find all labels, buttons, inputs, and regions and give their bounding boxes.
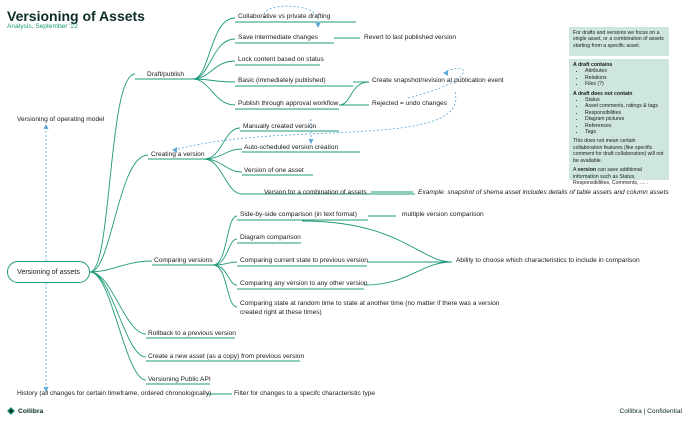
collibra-logo-icon (7, 407, 15, 415)
note-not-contain-item: Responsibilities (585, 110, 665, 116)
note-not-contain-item: References (585, 123, 665, 129)
note-not-contain-item: Diagram pictures (585, 116, 665, 122)
node-rollback: Rollback to a previous version (148, 330, 236, 337)
node-random-line1: Comparing state at random time to state … (240, 300, 500, 307)
node-combination: Version for a combination of assets (264, 189, 367, 196)
note-not-contain-item: Status (585, 97, 665, 103)
node-any-any: Comparing any version to any other versi… (240, 280, 368, 287)
note-contains-item: Attributes (585, 68, 665, 74)
page-subtitle: Analysis, September '22 (7, 23, 78, 30)
footer-brand: Collibra (18, 407, 44, 415)
node-draft-publish: Draft/publish (147, 71, 185, 78)
node-diagram-comparison: Diagram comparison (240, 234, 301, 241)
note-contains-title: A draft contains (573, 62, 613, 68)
node-side-by-side: Side-by-side comparison (in text format) (240, 211, 357, 218)
edge-root-api (89, 271, 147, 381)
dashed-snapshot-creating (174, 91, 457, 151)
note-contains-item: Relations (585, 75, 665, 81)
note-focus: For drafts and versions we focus on a si… (569, 27, 669, 56)
node-example: Example: snapshot of shema asset include… (418, 189, 669, 196)
edge-root-newasset (89, 271, 147, 358)
node-manual: Manually created version (243, 123, 317, 130)
note-draft-contents: A draft contains Attributes Relations Fi… (569, 59, 669, 186)
note-version: A version can save additional informatio… (573, 167, 648, 186)
footer-confidential: Collibra | Confidential (619, 408, 682, 415)
node-filter: Filter for changes to a specifc characte… (234, 390, 376, 397)
node-operating-model: Versioning of operating model (17, 116, 105, 123)
node-ability: Ability to choose which characteristics … (456, 257, 640, 264)
root-node: Versioning of assets (7, 261, 90, 283)
edge-root-creating (89, 154, 149, 273)
node-publish-approval: Publish through approval workflow (238, 100, 339, 107)
node-basic: Basic (immediately published) (238, 77, 326, 84)
node-history: History (all changes for certain timefra… (17, 390, 212, 397)
dashed-publish-rejected (407, 68, 464, 99)
node-new-asset-copy: Create a new asset (as a copy) from prev… (148, 353, 305, 360)
note-not-contain-title: A draft does not contain (573, 90, 633, 97)
dashed-save-loop (263, 5, 319, 26)
node-create-snapshot: Create snapshot/revision at publication … (372, 77, 504, 84)
edge-root-comparing (89, 260, 153, 273)
root-node-label: Versioning of assets (17, 268, 80, 276)
note-not-contain-item: Asset comments, ratings & tags (585, 103, 665, 109)
node-creating-version: Creating a version (151, 151, 205, 158)
node-one-asset: Version of one asset (244, 167, 304, 174)
node-save-intermediate: Save intermediate changes (238, 34, 318, 41)
note-intro: For drafts and versions we focus on a si… (573, 30, 664, 49)
node-auto: Auto-scheduled version creation (244, 144, 339, 151)
note-contains-item: Files (?) (585, 81, 665, 87)
node-rejected: Rejected = undo changes (372, 100, 447, 107)
node-comparing-versions: Comparing versions (154, 257, 213, 264)
page-title: Versioning of Assets (7, 8, 145, 24)
edge-root-draft (89, 73, 136, 273)
node-public-api: Versioning Public API (148, 376, 211, 383)
collibra-logo: Collibra (7, 407, 43, 415)
node-current-prev: Comparing current state to previous vers… (240, 257, 368, 264)
node-multiple: multiple version comparison (402, 211, 484, 218)
note-collab: This does not mean certain collaboration… (573, 138, 664, 164)
edge-root-rollback (89, 271, 147, 335)
note-not-contain-item: Tags (585, 129, 665, 135)
node-lock-content: Lock content based on status (238, 56, 324, 63)
node-revert: Revert to last published version (364, 34, 456, 41)
node-collaborative: Collaborative vs private drafting (238, 13, 331, 20)
node-random-line2: created right at these times) (240, 309, 322, 316)
